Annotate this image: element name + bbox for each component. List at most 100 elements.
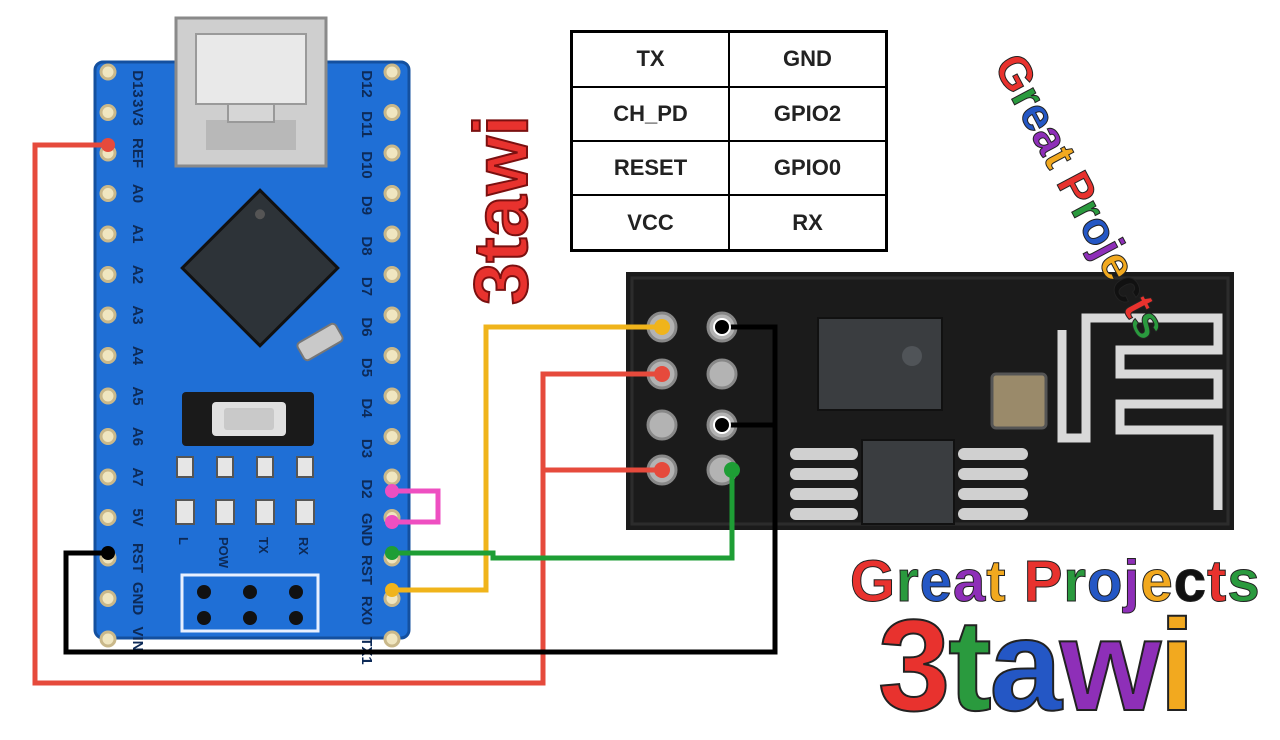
wire-red-3v3-to-chpd: [540, 371, 662, 470]
esp01-pinout-table: TX GND CH_PD GPIO2 RESET GPIO0 VCC RX: [570, 30, 888, 252]
table-cell: RESET: [570, 139, 730, 197]
side-logo-3tawi: 3tawi: [458, 90, 545, 330]
smd-resistor: [256, 456, 274, 478]
table-cell: RX: [728, 194, 888, 252]
wire-ends: [101, 138, 740, 597]
pin-pad: [99, 347, 117, 364]
right-pin-label: D5: [358, 358, 375, 377]
pin-pad: [383, 266, 401, 283]
flash-pin-trace: [790, 468, 858, 480]
right-pin-label: D9: [358, 196, 375, 215]
left-pin-label: A4: [129, 346, 146, 366]
logo-letter: t: [1207, 549, 1228, 615]
logo-letter: c: [1173, 549, 1208, 615]
pcb-antenna: [1057, 313, 1223, 510]
smd-led: [215, 499, 235, 525]
smd-components: [175, 456, 315, 525]
right-pin-label: D4: [358, 398, 375, 418]
pin-pad: [383, 104, 401, 121]
pin-pad: [383, 185, 401, 202]
wire-black-gnd: [63, 324, 778, 655]
flash-pin-trace: [958, 468, 1028, 480]
esp01-module: [626, 272, 1234, 530]
left-pin-label: RST: [129, 543, 146, 573]
table-row: TX GND: [570, 30, 888, 88]
logo-letter: P: [1023, 549, 1064, 615]
esp8266-chip: [817, 317, 943, 411]
wire-red-3v3-to-vcc: [32, 142, 662, 686]
table-cell: VCC: [570, 194, 730, 252]
atmega-chip: [180, 188, 340, 348]
smd-resistor: [296, 456, 314, 478]
side-logo-text: 3tawi: [458, 114, 545, 306]
left-pin-label: A3: [129, 305, 146, 324]
led-label: L: [176, 537, 191, 545]
left-pin-label: A7: [129, 467, 146, 486]
left-pin-label: A0: [129, 184, 146, 203]
pin-pad: [383, 468, 401, 486]
pin-pad: [383, 63, 401, 81]
right-pin-label: D2: [358, 479, 375, 498]
left-pin-label: A1: [129, 224, 146, 243]
logo-letter: r: [1063, 549, 1087, 615]
left-pin-label: VIN: [129, 626, 146, 651]
reset-button: [182, 392, 314, 446]
flash-pin-trace: [958, 508, 1028, 520]
table-cell: GND: [728, 30, 888, 88]
table-row: RESET GPIO0: [570, 139, 888, 197]
bottom-title-great-projects: Great Projects: [849, 548, 1261, 615]
logo-letter: 3: [877, 591, 951, 739]
smd-led: [255, 499, 275, 525]
pin-pad: [383, 306, 401, 324]
flash-chip: [861, 439, 955, 525]
wire-green-rx: [392, 470, 735, 561]
table-cell: CH_PD: [570, 85, 730, 142]
module-crystal: [990, 372, 1048, 430]
right-pin-label: GND: [358, 513, 375, 547]
logo-letter: i: [1158, 591, 1196, 739]
left-pin-label: D13: [129, 70, 146, 98]
table-cell: GPIO2: [728, 85, 888, 142]
pin-pad: [383, 225, 401, 243]
pin-pad: [99, 63, 117, 81]
left-pin-label: A6: [129, 427, 146, 446]
right-pin-label: D6: [358, 317, 375, 336]
smd-resistor: [216, 456, 234, 478]
module-pin-pad: [646, 409, 678, 441]
right-pin-label: D8: [358, 236, 375, 255]
right-pin-label: D10: [358, 151, 375, 179]
pin-pad: [99, 225, 117, 243]
smd-led: [175, 499, 195, 525]
led-label: RX: [296, 537, 311, 555]
bottom-logo-3tawi: 3tawi: [877, 590, 1196, 740]
module-traces: [790, 448, 1028, 520]
logo-letter: e: [1140, 549, 1174, 615]
pin-pad: [383, 144, 401, 162]
logo-letter: e: [919, 549, 953, 615]
pin-pad: [99, 428, 117, 445]
pin-pad: [383, 630, 401, 648]
left-pin-label: REF: [129, 138, 146, 168]
flash-pin-trace: [958, 488, 1028, 500]
left-pin-label: 3V3: [129, 99, 146, 126]
logo-letter: s: [1227, 549, 1261, 615]
flash-pin-trace: [790, 448, 858, 460]
pin-pad: [383, 387, 401, 405]
left-pin-label: A5: [129, 386, 146, 405]
pin-pad: [99, 590, 117, 607]
crystal: [296, 322, 344, 362]
pin-pad: [99, 185, 117, 202]
logo-letter: r: [896, 549, 920, 615]
smd-resistor: [176, 456, 194, 478]
flash-pin-trace: [790, 508, 858, 520]
pin-pad: [99, 468, 117, 486]
flash-pin-trace: [790, 488, 858, 500]
usb-connector: [174, 16, 328, 168]
wire-yellow-tx: [392, 324, 662, 593]
pin-pad: [99, 306, 117, 324]
